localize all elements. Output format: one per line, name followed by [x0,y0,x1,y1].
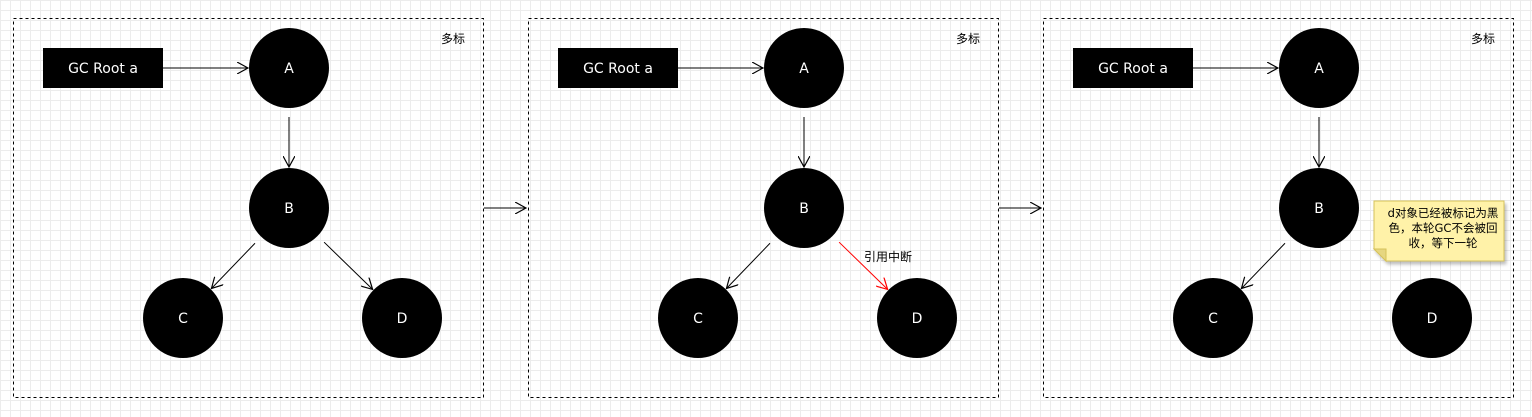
gc-root-box[interactable] [43,48,163,88]
node-a[interactable]: A [1279,28,1359,108]
node-c[interactable]: C [143,278,223,358]
gc-root-box[interactable] [1073,48,1193,88]
gc-root-box[interactable] [558,48,678,88]
reference-edge-b-c[interactable] [726,242,771,288]
node-c[interactable]: C [658,278,738,358]
node-label: A [284,61,294,77]
panel-label: 多标 [441,32,465,46]
panel-frame[interactable] [1043,18,1514,398]
gc-root-label: GC Root a [1098,61,1168,77]
node-circle [249,28,329,108]
note-fold [1372,248,1387,263]
node-label: D [912,311,923,327]
node-circle [658,278,738,358]
gc-root-label: GC Root a [583,61,653,77]
panel-2: 多标 GC Root a 引用中断 A B C D [528,18,999,398]
node-a[interactable]: A [764,28,844,108]
node-label: D [397,311,408,327]
reference-edge-b-c[interactable] [1241,242,1286,288]
note-line: d对象已经被标记为黑 [1388,206,1499,220]
node-label: A [1314,61,1324,77]
node-circle [362,278,442,358]
panel-frame[interactable] [13,18,484,398]
node-circle [1173,278,1253,358]
gc-root-label: GC Root a [68,61,138,77]
node-circle [249,168,329,248]
node-circle [764,168,844,248]
node-label: C [178,311,188,327]
panel-frame[interactable] [528,18,999,398]
note-line: 收，等下一轮 [1409,236,1478,250]
node-label: B [284,201,294,217]
note-background [1373,200,1505,262]
node-circle [877,278,957,358]
node-a[interactable]: A [249,28,329,108]
node-b[interactable]: B [249,168,329,248]
panel-1: 多标 GC Root a A B C D [13,18,484,398]
node-label: B [799,201,809,217]
panel-label: 多标 [1471,32,1495,46]
node-circle [1279,168,1359,248]
reference-edge-b-c[interactable] [211,242,256,288]
node-label: C [1208,311,1218,327]
node-d[interactable]: D [1392,278,1472,358]
reference-edge-b-d[interactable] [323,241,373,289]
node-d[interactable]: D [362,278,442,358]
node-circle [143,278,223,358]
node-circle [764,28,844,108]
node-label: A [799,61,809,77]
node-d[interactable]: D [877,278,957,358]
node-label: B [1314,201,1324,217]
node-b[interactable]: B [1279,168,1359,248]
note-line: 色，本轮GC不会被回 [1389,221,1498,235]
edge-label: 引用中断 [864,249,912,264]
node-label: C [693,311,703,327]
broken-reference-edge[interactable] [838,241,888,289]
node-circle [1392,278,1472,358]
node-circle [1279,28,1359,108]
node-b[interactable]: B [764,168,844,248]
node-c[interactable]: C [1173,278,1253,358]
panel-3: 多标 GC Root a A B C Dd对象已经被标记为黑色，本轮GC不会被回收，等下一… [1043,18,1514,398]
panel-label: 多标 [956,32,980,46]
node-label: D [1427,311,1438,327]
